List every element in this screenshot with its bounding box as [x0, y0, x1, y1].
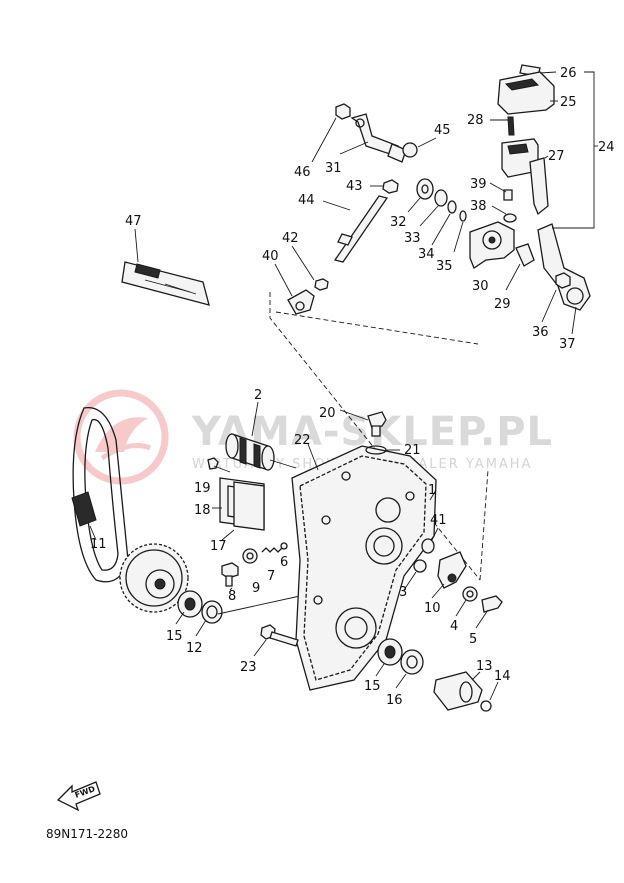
callout-9: 9 — [252, 581, 260, 596]
callout-16: 16 — [386, 693, 403, 708]
part-47-label-sticker — [121, 228, 210, 306]
callout-25: 25 — [560, 95, 577, 110]
callout-22: 22 — [294, 433, 311, 448]
callout-37: 37 — [559, 337, 576, 352]
callout-numbers: 1 2 3 4 5 6 7 8 9 10 11 12 13 14 15 15 1… — [90, 66, 615, 708]
callout-2: 2 — [254, 388, 262, 403]
callout-43: 43 — [346, 179, 363, 194]
callout-4: 4 — [450, 619, 458, 634]
callout-13: 13 — [476, 659, 493, 674]
output-shaft-group — [433, 671, 499, 712]
shift-linkage-assembly — [274, 103, 467, 315]
callout-32: 32 — [390, 215, 407, 230]
callout-38: 38 — [470, 199, 487, 214]
detent-parts — [221, 542, 288, 591]
callout-26: 26 — [560, 66, 577, 81]
output-bearing-group — [375, 638, 424, 689]
callout-15a: 15 — [166, 629, 183, 644]
callout-34: 34 — [418, 247, 435, 262]
callout-42: 42 — [282, 231, 299, 246]
callout-31: 31 — [325, 161, 342, 176]
callout-28: 28 — [467, 113, 484, 128]
callout-24: 24 — [598, 140, 615, 155]
watermark-logo-icon — [73, 389, 169, 485]
callout-3: 3 — [399, 585, 407, 600]
drain-bolt-group — [339, 409, 400, 455]
shift-drum-group — [207, 401, 297, 541]
part-1-gear-case — [291, 443, 437, 691]
callout-17: 17 — [210, 539, 227, 554]
callout-29: 29 — [494, 297, 511, 312]
diagram-code: 89N171-2280 — [46, 827, 128, 841]
callout-30: 30 — [472, 279, 489, 294]
callout-36: 36 — [532, 325, 549, 340]
callout-23: 23 — [240, 660, 257, 675]
callout-11: 11 — [90, 537, 107, 552]
callout-35: 35 — [436, 259, 453, 274]
callout-33: 33 — [404, 231, 421, 246]
callout-39: 39 — [470, 177, 487, 192]
callout-15b: 15 — [364, 679, 381, 694]
callout-6: 6 — [280, 555, 288, 570]
callout-18: 18 — [194, 503, 211, 518]
callout-20: 20 — [319, 406, 336, 421]
callout-44: 44 — [298, 193, 315, 208]
callout-21: 21 — [404, 443, 421, 458]
forward-arrow-icon: FWD — [56, 781, 101, 812]
callout-10: 10 — [424, 601, 441, 616]
callout-12: 12 — [186, 641, 203, 656]
callout-41: 41 — [430, 513, 447, 528]
part-23-bolt — [253, 624, 299, 657]
callout-7: 7 — [267, 569, 275, 584]
callout-46: 46 — [294, 165, 311, 180]
part-11-drive-belt — [71, 406, 129, 583]
gear-set — [119, 543, 301, 637]
remote-control-bracket-assembly — [469, 64, 598, 335]
callout-1: 1 — [428, 483, 436, 498]
callout-47: 47 — [125, 214, 142, 229]
callout-5: 5 — [469, 632, 477, 647]
callout-40: 40 — [262, 249, 279, 264]
shift-lever-group — [403, 527, 503, 629]
callout-45: 45 — [434, 123, 451, 138]
callout-8: 8 — [228, 589, 236, 604]
callout-27: 27 — [548, 149, 565, 164]
callout-14: 14 — [494, 669, 511, 684]
callout-19: 19 — [194, 481, 211, 496]
